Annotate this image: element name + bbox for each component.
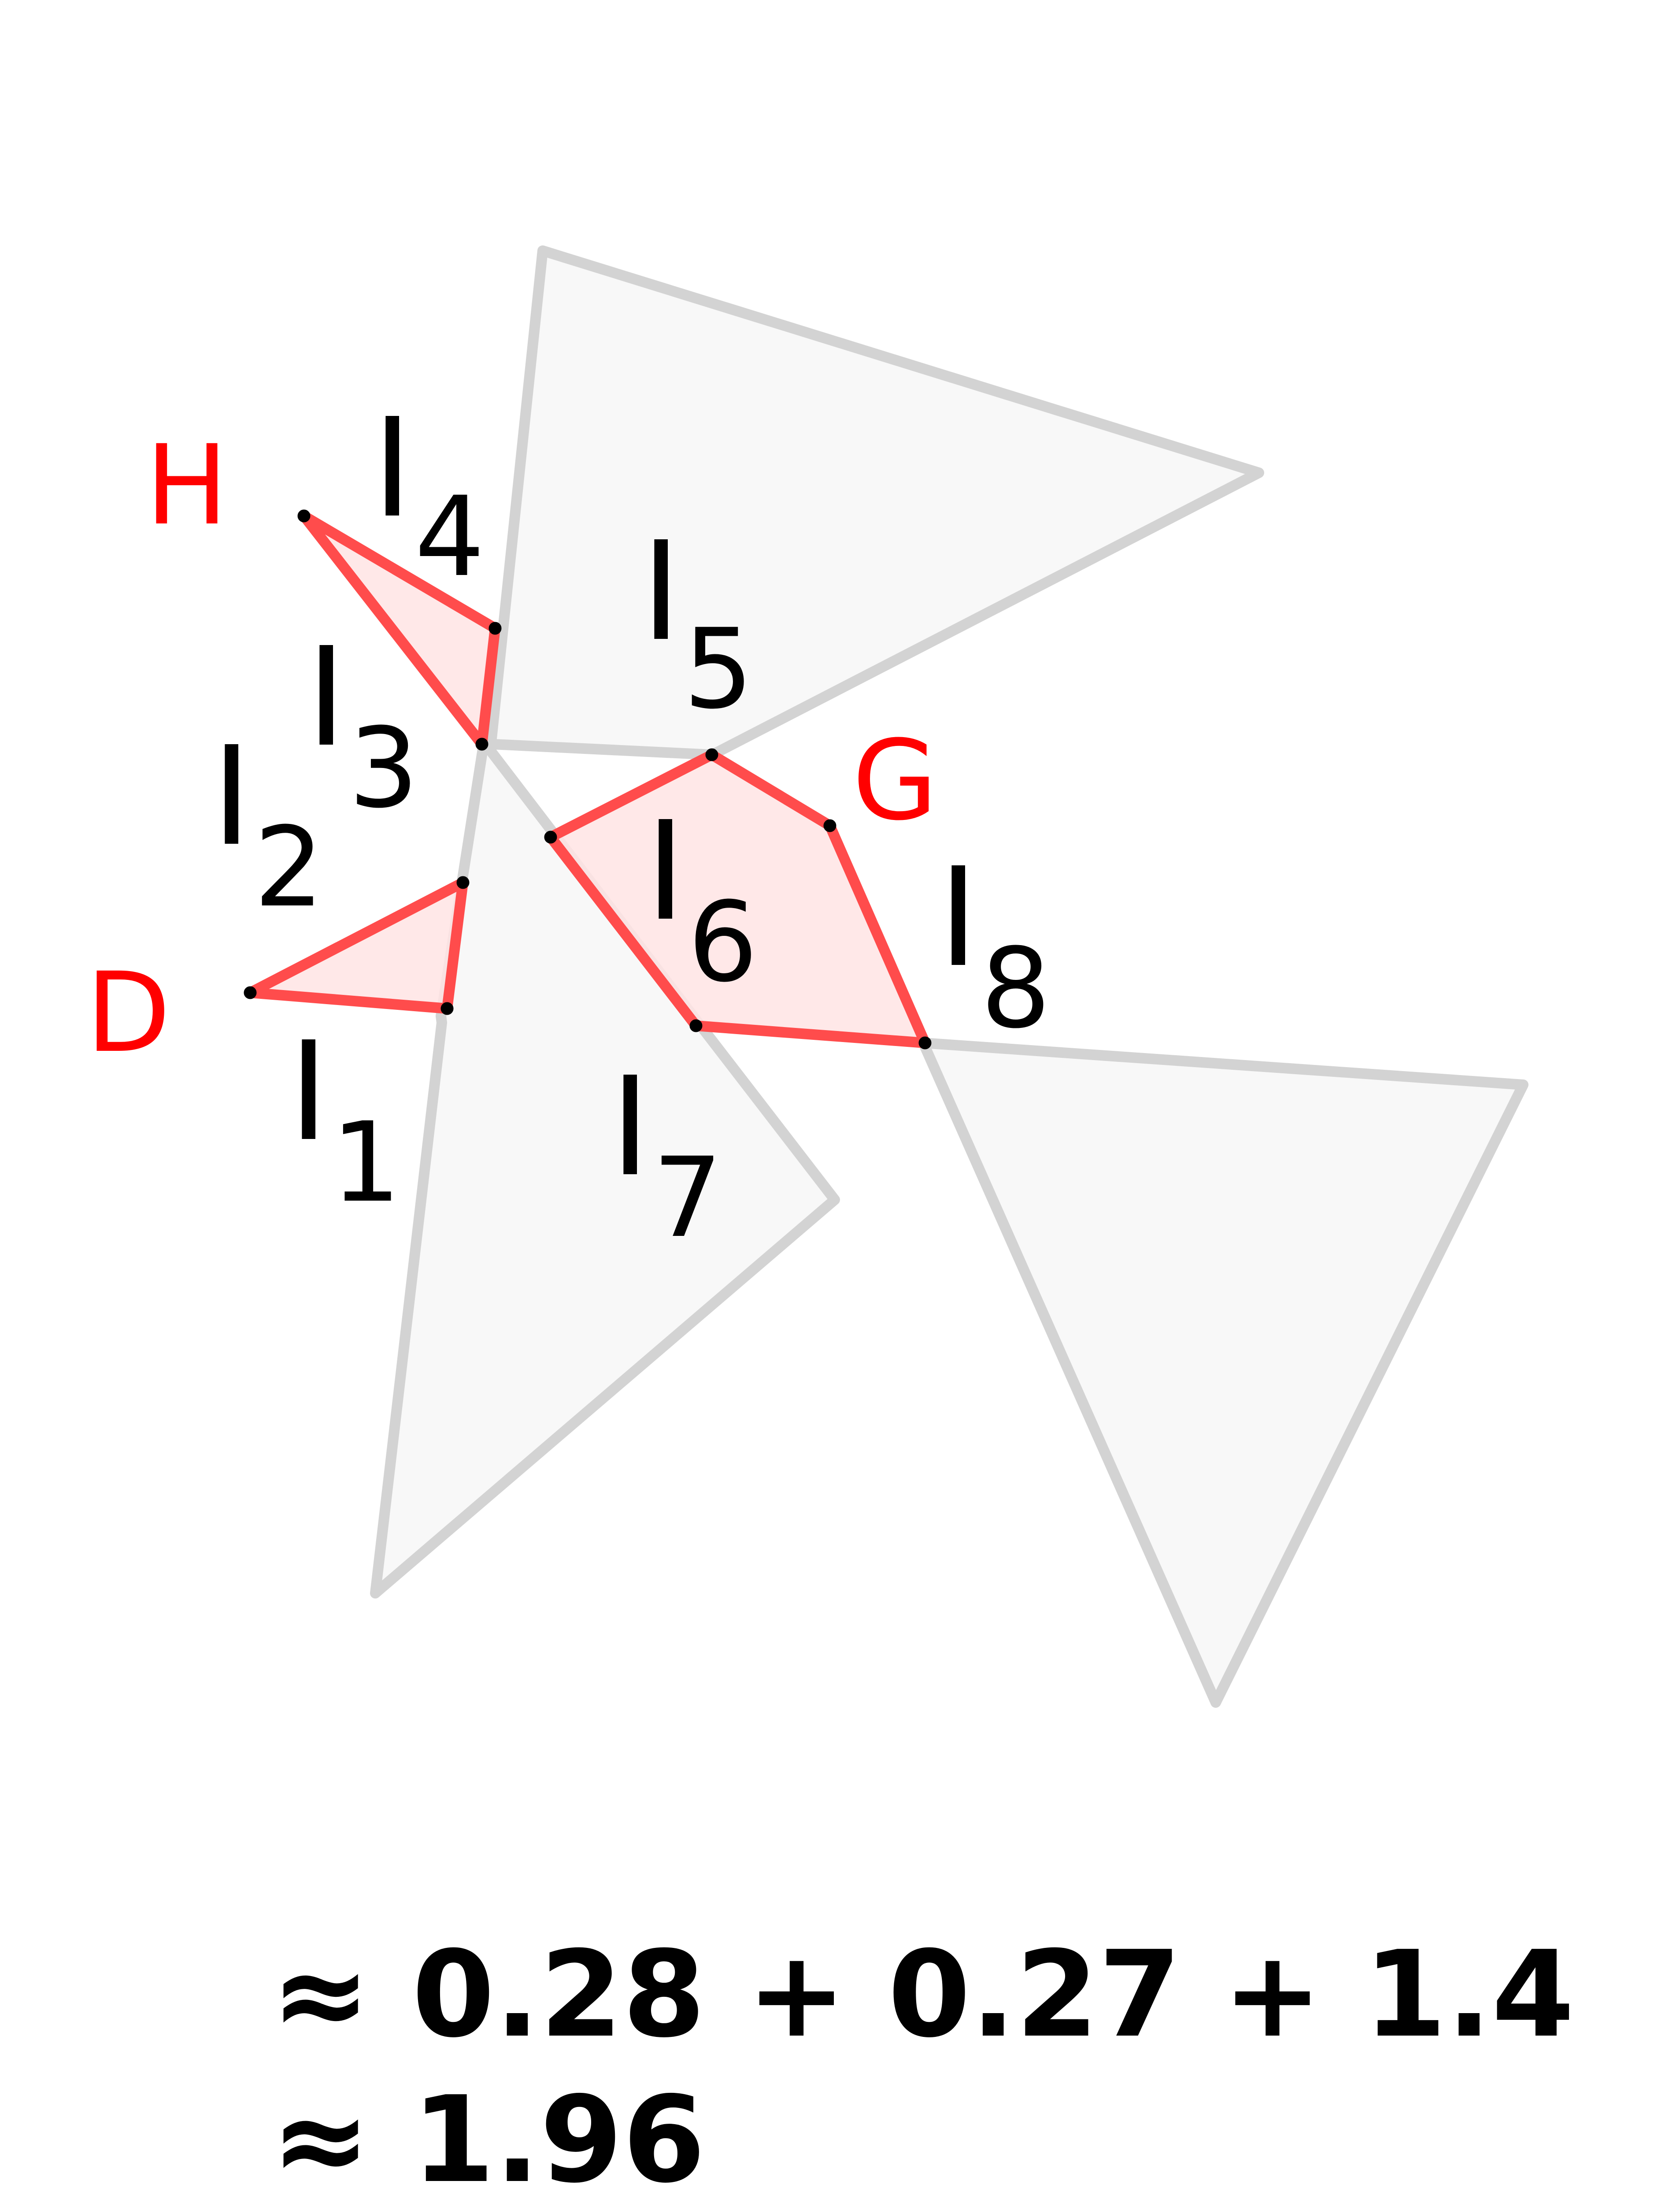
label-G: G <box>852 716 938 845</box>
region-D-I2-I1 <box>245 877 468 1014</box>
point-I6 <box>544 831 557 844</box>
point-D <box>244 986 257 999</box>
label-I7: I7 <box>610 1048 723 1262</box>
point-I3 <box>475 738 488 751</box>
equation: ≈ 0.28 + 0.27 + 1.4 ≈ 1.96 <box>271 1925 1574 2192</box>
point-I7 <box>689 1019 703 1032</box>
label-I8: I8 <box>938 838 1051 1053</box>
vertex-labels: H G D <box>86 421 938 1077</box>
label-I3: I3 <box>306 618 419 832</box>
intersection-points <box>244 509 932 1050</box>
point-I8 <box>918 1036 932 1050</box>
intersection-labels: I4 I5 I3 I2 I6 I8 I1 I7 <box>211 389 1051 1262</box>
label-I4: I4 <box>372 389 485 601</box>
label-H: H <box>145 421 228 549</box>
equation-line-2: ≈ 1.96 <box>271 2070 705 2192</box>
label-D: D <box>86 949 171 1077</box>
label-I1: I1 <box>289 1013 401 1227</box>
region-H-I4-I3 <box>299 511 500 749</box>
label-I2: I2 <box>211 717 324 931</box>
point-G <box>823 819 836 832</box>
red-regions <box>245 511 930 1048</box>
point-I5 <box>705 748 718 761</box>
point-I2 <box>456 876 470 889</box>
point-I4 <box>488 622 502 635</box>
point-I1 <box>440 1002 454 1015</box>
point-H <box>297 509 311 523</box>
right-gray-triangle <box>918 1038 1528 1708</box>
region-I5-G-I8-I7-I6 <box>545 749 930 1048</box>
equation-line-1: ≈ 0.28 + 0.27 + 1.4 <box>271 1925 1574 2064</box>
label-I5: I5 <box>641 512 754 733</box>
label-I6: I6 <box>645 792 758 1006</box>
